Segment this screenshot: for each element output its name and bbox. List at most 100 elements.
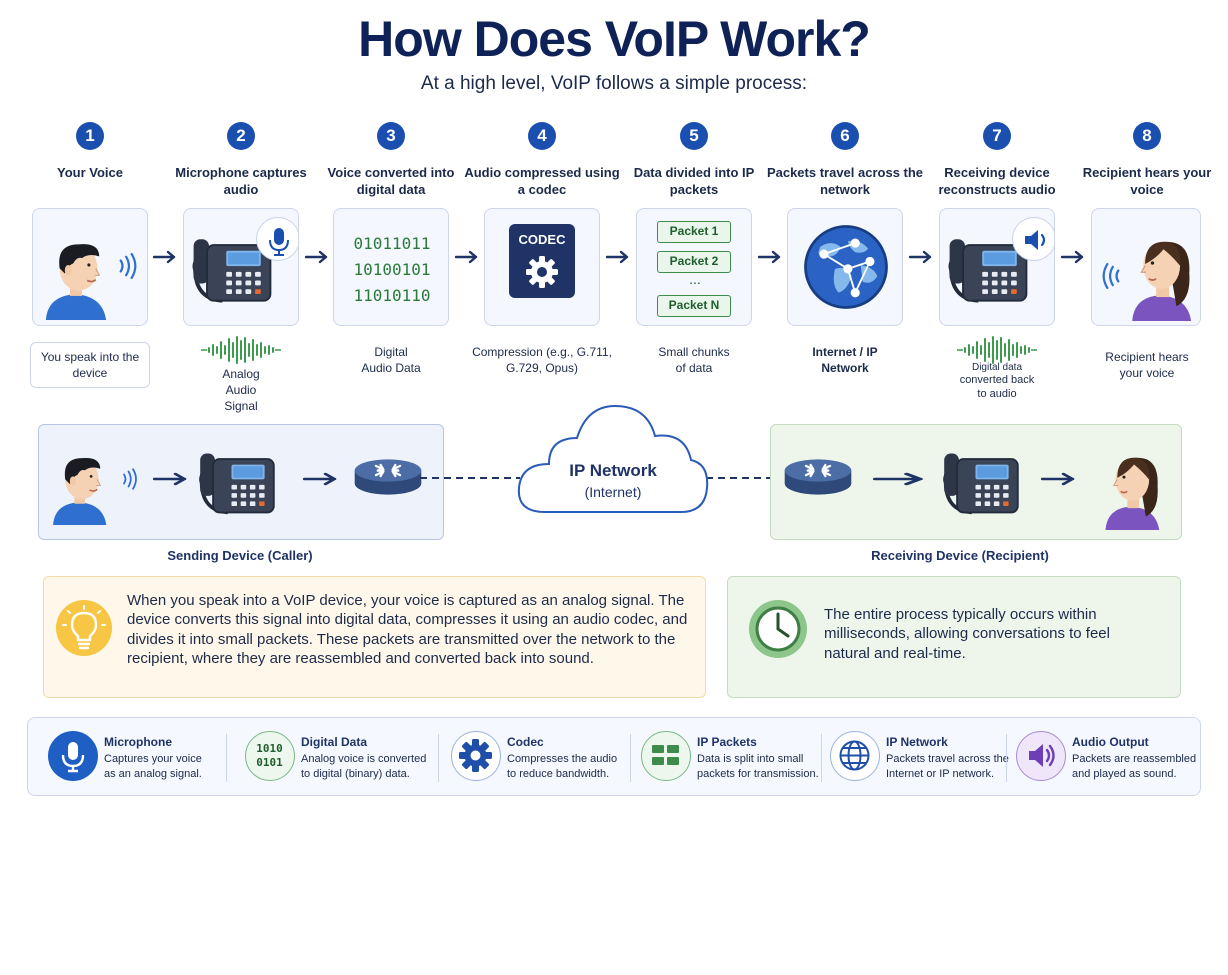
step-number: 4: [528, 122, 556, 150]
step-8: 8 Recipient hears your voice Recipient h…: [1077, 122, 1217, 412]
step-caption: Analog Audio Signal: [222, 367, 260, 413]
cloud-title: IP Network: [569, 461, 657, 480]
process-summary-text: When you speak into a VoIP device, your …: [127, 592, 688, 667]
step-3: 3 Voice converted into digital data 0101…: [321, 122, 461, 412]
sound-waves-icon: [117, 251, 139, 281]
step-title: Data divided into IP packets: [633, 165, 755, 197]
digital-wave-icon: [957, 336, 1037, 364]
step-2: 2 Microphone captures audio Analog Audio…: [171, 122, 311, 413]
flow-arrow: [873, 472, 927, 486]
desk-phone-icon: [935, 445, 1027, 521]
legend-divider: [438, 734, 439, 782]
timing-text: The entire process typically occurs with…: [824, 606, 1110, 662]
speaking-person-card: [32, 208, 148, 326]
flow-arrow: [1041, 472, 1077, 486]
woman-listening-icon: [1112, 223, 1201, 326]
clock-badge: [749, 600, 807, 658]
packet-box: Packet 2: [657, 251, 731, 273]
globe-icon: [800, 221, 892, 313]
step-5: 5 Data divided into IP packets Packet 1 …: [624, 122, 764, 412]
step-number: 2: [227, 122, 255, 150]
sending-device-panel: [38, 424, 444, 540]
receiving-device-card: [939, 208, 1055, 326]
receiving-device-label: Receiving Device (Recipient): [871, 548, 1049, 563]
globe-icon: [830, 731, 880, 781]
binary-digits: 01011011 10100101 11010110: [353, 234, 431, 305]
codec-label: CODEC: [518, 232, 566, 247]
speaker-icon: [1025, 230, 1046, 250]
step-6: 6 Packets travel across the network Inte…: [767, 122, 923, 412]
step-number: 5: [680, 122, 708, 150]
sound-waves-icon: [121, 467, 139, 491]
gear-icon: [526, 256, 558, 288]
timing-box: The entire process typically occurs with…: [727, 576, 1181, 698]
codec-chip: CODEC: [509, 224, 575, 298]
legend-title: Audio Output: [1072, 735, 1149, 749]
lightbulb-badge: [56, 600, 112, 656]
page-subtitle: At a high level, VoIP follows a simple p…: [420, 73, 808, 94]
step-1: 1 Your Voice You speak into the device: [20, 122, 160, 412]
step-title: Your Voice: [57, 165, 123, 180]
network-card: [787, 208, 903, 326]
step-title: Receiving device reconstructs audio: [938, 165, 1056, 197]
step-number: 3: [377, 122, 405, 150]
legend-divider: [1006, 734, 1007, 782]
microphone-badge: [256, 217, 298, 261]
step-caption: Internet / IP Network: [812, 345, 878, 375]
router-icon: [781, 455, 855, 499]
step-title: Recipient hears your voice: [1082, 165, 1212, 197]
step-number: 7: [983, 122, 1011, 150]
step-caption: Compression (e.g., G.711, G.729, Opus): [472, 345, 612, 375]
receiving-device-panel: [770, 424, 1182, 540]
step-number: 6: [831, 122, 859, 150]
legend-title: Digital Data: [301, 735, 368, 749]
legend-title: Codec: [507, 735, 544, 749]
microphone-icon: [48, 731, 98, 781]
packets-icon: [641, 731, 691, 781]
legend-divider: [226, 734, 227, 782]
flow-arrow: [153, 472, 189, 486]
process-summary-box: When you speak into a VoIP device, your …: [43, 576, 706, 698]
legend-divider: [821, 734, 822, 782]
step-title: Voice converted into digital data: [327, 165, 455, 197]
clock-icon: [755, 606, 801, 652]
step-title: Microphone captures audio: [175, 165, 307, 197]
packet-box: Packet 1: [657, 221, 731, 243]
cloud-subtitle: (Internet): [584, 484, 642, 500]
codec-card: CODEC: [484, 208, 600, 326]
analog-wave-icon: [201, 336, 281, 364]
step-title: Packets travel across the network: [766, 165, 924, 197]
woman-listening-icon: [1087, 439, 1171, 537]
packet-box: Packet N: [657, 295, 731, 317]
listening-person-card: [1091, 208, 1201, 326]
flow-arrow: [303, 472, 339, 486]
step-4: 4 Audio compressed using a codec CODEC C…: [464, 122, 620, 412]
packets-card: Packet 1 Packet 2 ... Packet N: [636, 208, 752, 326]
speaker-badge: [1012, 217, 1054, 261]
binary-data-card: 01011011 10100101 11010110: [333, 208, 449, 326]
packet-ellipsis: ...: [689, 271, 701, 287]
connection-line-left: [420, 477, 520, 479]
page-title: How Does VoIP Work?: [358, 11, 871, 67]
step-caption: Recipient hears your voice: [1105, 350, 1189, 380]
step-caption: Small chunks of data: [658, 345, 730, 375]
step-caption: You speak into the device: [30, 342, 150, 388]
speaker-icon: [1016, 731, 1066, 781]
legend-title: Microphone: [104, 735, 172, 749]
man-speaking-icon: [47, 439, 123, 535]
legend-title: IP Network: [886, 735, 948, 749]
man-speaking-icon: [39, 227, 125, 326]
step-caption-small: Digital data: [971, 362, 1023, 373]
legend-divider: [630, 734, 631, 782]
router-icon: [351, 455, 425, 499]
step-caption: Digital Audio Data: [361, 345, 421, 375]
step-7: 7 Receiving device reconstructs audio Di…: [927, 122, 1067, 412]
gear-icon: [451, 731, 501, 781]
